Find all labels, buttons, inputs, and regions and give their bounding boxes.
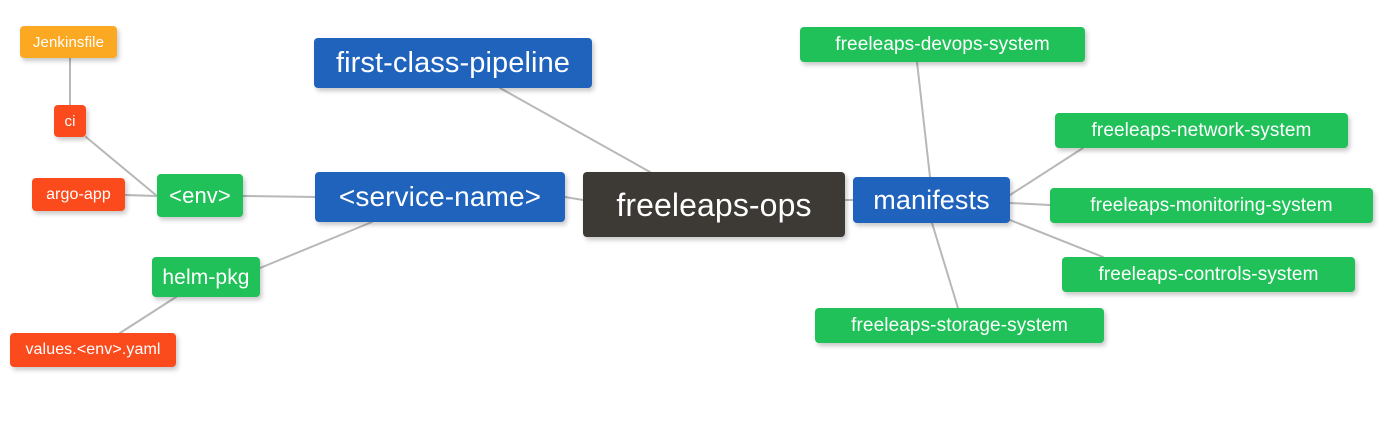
mindmap-node-label: freeleaps-network-system <box>1091 120 1312 141</box>
mindmap-edge-env-to-service-name <box>242 195 316 198</box>
mindmap-node-service-name[interactable]: <service-name> <box>315 172 565 222</box>
mindmap-edge-helm-pkg-to-service-name <box>259 221 373 269</box>
mindmap-node-freeleaps-controls-system[interactable]: freeleaps-controls-system <box>1062 257 1355 292</box>
mindmap-node-freeleaps-ops[interactable]: freeleaps-ops <box>583 172 845 237</box>
mindmap-node-values-env-yaml[interactable]: values.<env>.yaml <box>10 333 176 367</box>
mindmap-node-label: manifests <box>873 184 990 215</box>
mindmap-node-freeleaps-network-system[interactable]: freeleaps-network-system <box>1055 113 1348 148</box>
mindmap-node-env[interactable]: <env> <box>157 174 243 217</box>
mindmap-edge-first-class-pipeline-to-freeleaps-ops <box>499 87 651 173</box>
mindmap-node-freeleaps-devops-system[interactable]: freeleaps-devops-system <box>800 27 1085 62</box>
mindmap-node-label: argo-app <box>46 185 111 203</box>
mindmap-node-label: freeleaps-controls-system <box>1098 264 1319 285</box>
mindmap-node-jenkinsfile[interactable]: Jenkinsfile <box>20 26 117 58</box>
mindmap-node-label: freeleaps-storage-system <box>851 315 1068 336</box>
mindmap-node-label: freeleaps-ops <box>616 186 812 223</box>
mindmap-node-label: helm-pkg <box>162 265 250 289</box>
mindmap-edge-service-name-to-freeleaps-ops <box>564 196 584 201</box>
mindmap-node-freeleaps-monitoring-system[interactable]: freeleaps-monitoring-system <box>1050 188 1373 223</box>
mindmap-node-label: ci <box>64 112 76 130</box>
mindmap-node-label: values.<env>.yaml <box>25 341 161 358</box>
mindmap-node-label: freeleaps-monitoring-system <box>1090 195 1333 216</box>
mindmap-edge-values-env-yaml-to-helm-pkg <box>119 296 177 334</box>
mindmap-node-label: Jenkinsfile <box>32 33 105 51</box>
mindmap-node-freeleaps-storage-system[interactable]: freeleaps-storage-system <box>815 308 1104 343</box>
mindmap-node-ci[interactable]: ci <box>54 105 86 137</box>
mindmap-edge-manifests-to-freeleaps-storage-system <box>931 222 959 309</box>
mindmap-edge-argo-app-to-env <box>124 194 158 197</box>
mindmap-edge-manifests-to-freeleaps-devops-system <box>916 61 931 178</box>
mindmap-node-first-class-pipeline[interactable]: first-class-pipeline <box>314 38 592 88</box>
mindmap-node-label: <service-name> <box>338 181 542 212</box>
mindmap-node-label: <env> <box>169 182 231 208</box>
mindmap-node-label: freeleaps-devops-system <box>835 34 1050 55</box>
mindmap-node-argo-app[interactable]: argo-app <box>32 178 125 211</box>
mindmap-node-label: first-class-pipeline <box>335 46 571 79</box>
mindmap-edge-manifests-to-freeleaps-monitoring-system <box>1009 202 1051 206</box>
mindmap-node-manifests[interactable]: manifests <box>853 177 1010 223</box>
mindmap-node-helm-pkg[interactable]: helm-pkg <box>152 257 260 297</box>
mindmap-edge-manifests-to-freeleaps-controls-system <box>1009 219 1104 258</box>
